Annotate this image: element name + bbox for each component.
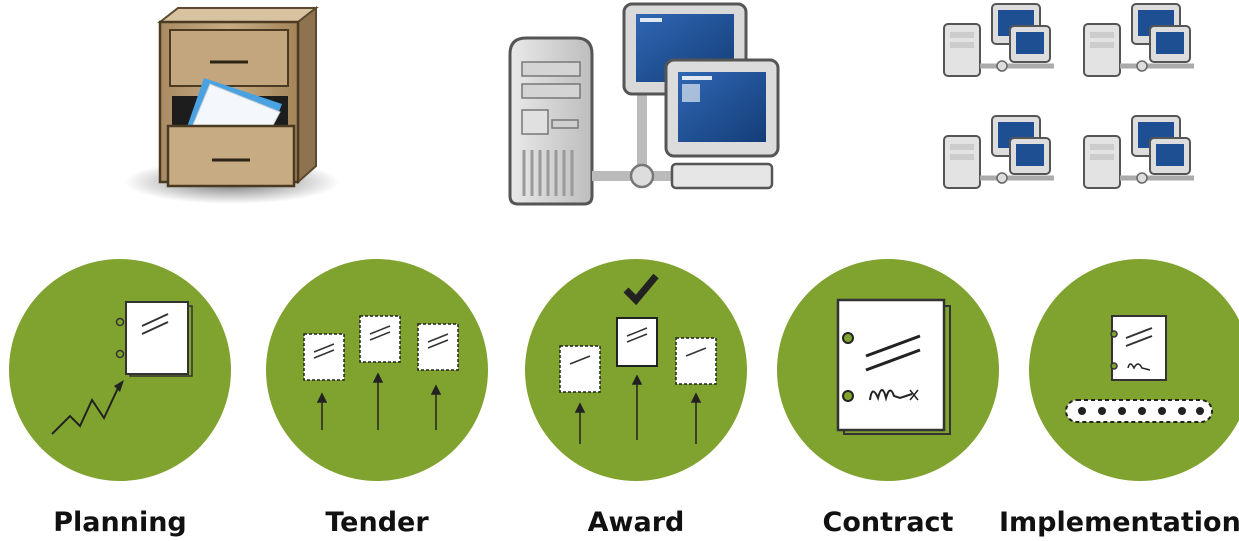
distributed-systems-icon bbox=[930, 0, 1210, 200]
stage-circles bbox=[9, 259, 1239, 481]
stage-label-contract: Contract bbox=[822, 507, 954, 538]
stage-label-planning: Planning bbox=[53, 507, 187, 538]
stage-label-award: Award bbox=[587, 507, 685, 538]
server-network-icon bbox=[508, 2, 780, 206]
mini-server-icon bbox=[1083, 115, 1194, 189]
planning-document-chart-icon bbox=[9, 259, 231, 481]
mini-server-icon bbox=[1083, 3, 1194, 77]
implementation-conveyor-icon bbox=[1029, 259, 1239, 481]
award-checkmark-icon bbox=[525, 259, 747, 481]
stage-label-implementation: Implementation bbox=[999, 507, 1239, 538]
stage-label-tender: Tender bbox=[325, 507, 429, 538]
contract-signature-icon bbox=[777, 259, 999, 481]
filing-cabinet-icon bbox=[124, 5, 340, 204]
mini-server-icon bbox=[943, 3, 1054, 77]
mini-server-icon bbox=[943, 115, 1054, 189]
tender-documents-icon bbox=[266, 259, 488, 481]
